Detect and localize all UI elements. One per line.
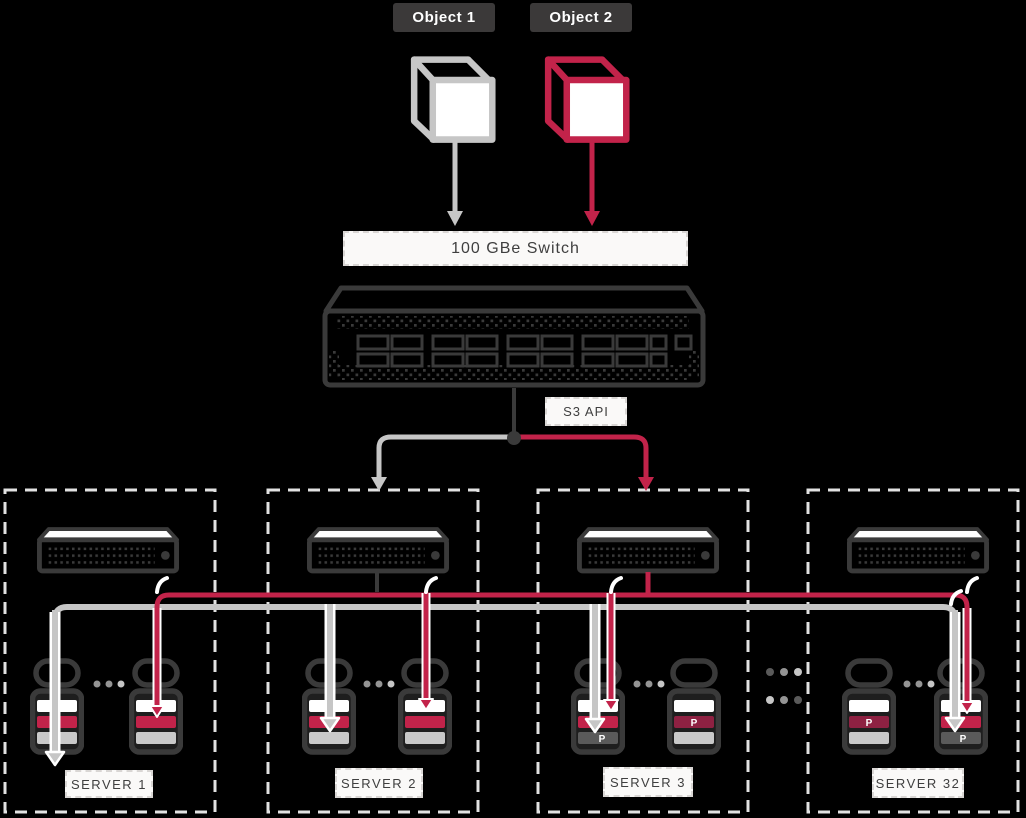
server-2-label-text: SERVER 2 <box>340 775 418 791</box>
server-1-group-border <box>3 488 217 814</box>
gray-arrowhead <box>447 211 463 226</box>
parity-badge: P <box>691 718 698 729</box>
gray-data-bus <box>52 604 958 640</box>
gray-arrowhead <box>371 477 387 491</box>
server-1-illustration <box>39 529 177 571</box>
switch-ports <box>356 334 693 368</box>
server-3-illustration <box>579 529 717 571</box>
object-1-cube-icon <box>414 59 493 140</box>
switch-label-text: 100 GBe Switch <box>451 239 580 257</box>
red-arrowhead <box>584 211 600 226</box>
switch-label-plate: 100 GBe Switch <box>343 231 688 266</box>
parity-badge: P <box>866 718 873 729</box>
red-data-bus <box>154 592 970 640</box>
server-3-label-plate: SERVER 3 <box>603 767 693 797</box>
server-1-label-text: SERVER 1 <box>70 776 148 792</box>
s3-api-label-plate: S3 API <box>545 397 627 426</box>
server-2-group-border <box>266 488 480 814</box>
object-2-label-text: Object 2 <box>549 9 613 26</box>
object-1-label: Object 1 <box>393 3 495 32</box>
red-arrowhead <box>638 477 654 491</box>
server-3-disk-2 <box>670 661 719 752</box>
junction-dot <box>507 431 521 445</box>
server-3-group-border <box>536 488 750 814</box>
server-32-group-border <box>806 488 1020 814</box>
object-2-label: Object 2 <box>530 3 632 32</box>
server-32-label-plate: SERVER 32 <box>872 768 964 798</box>
network-switch-illustration <box>322 285 706 388</box>
s3-api-junction <box>371 388 654 491</box>
parity-badge: P <box>599 734 606 745</box>
ellipsis-dots <box>93 668 935 704</box>
line-hop-marks <box>155 576 979 606</box>
server-2-illustration <box>309 529 447 571</box>
server-32-label-text: SERVER 32 <box>875 775 961 791</box>
server-1-label-plate: SERVER 1 <box>65 770 153 798</box>
object-1-label-text: Object 1 <box>412 9 476 26</box>
parity-badge: P <box>960 734 967 745</box>
server-32-illustration <box>849 529 987 571</box>
server-3-label-text: SERVER 3 <box>609 774 687 790</box>
server-2-label-plate: SERVER 2 <box>335 768 423 798</box>
object-2-cube-icon <box>548 59 627 140</box>
object-flow-arrows <box>447 140 600 226</box>
disk-write-arrows <box>44 593 975 767</box>
server-32-disk-1 <box>845 661 894 752</box>
s3-api-label-text: S3 API <box>563 404 609 419</box>
